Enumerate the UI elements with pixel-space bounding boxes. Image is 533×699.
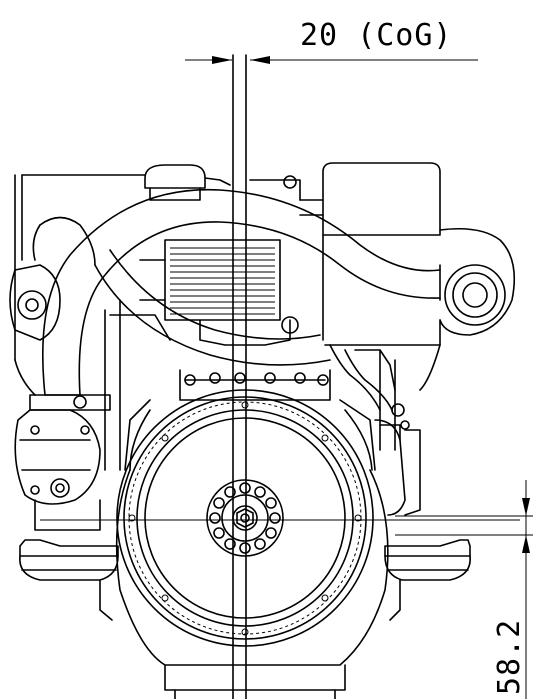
cog-arrow-left [212, 56, 232, 64]
height-dimension: 58.2 [395, 480, 533, 699]
fuel-lines [329, 344, 410, 441]
air-filter [164, 239, 281, 321]
engine-block [104, 299, 421, 516]
engine-mount-feet [19, 539, 471, 621]
front-cover-details [109, 259, 299, 346]
height-arrow-bottom [522, 535, 530, 553]
flywheel-housing [115, 409, 389, 699]
intake-hose [41, 188, 441, 396]
filler-cap [144, 164, 301, 201]
expansion-tank [299, 162, 441, 341]
alternator [9, 174, 146, 531]
cog-dimension: 20 (CoG) [185, 18, 478, 699]
flywheel-bolt-ring [206, 479, 284, 557]
height-arrow-top [522, 498, 530, 516]
cog-dimension-label: 20 (CoG) [300, 18, 453, 53]
turbocharger [324, 227, 516, 391]
height-dimension-label: 58.2 [492, 619, 527, 695]
charge-air-hose [32, 216, 331, 366]
cog-arrow-right [250, 56, 270, 64]
flywheel [116, 389, 374, 647]
